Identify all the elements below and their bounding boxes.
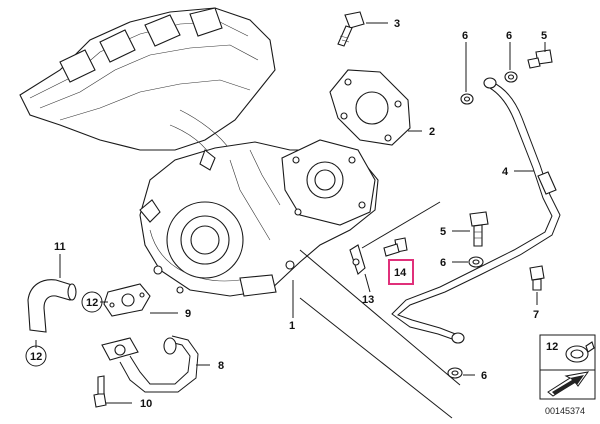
oil-feed-line-4 [391, 77, 561, 344]
callout-4[interactable]: 4 [502, 166, 509, 178]
bracket-13 [349, 201, 441, 275]
diagram-id: 00145374 [545, 406, 585, 416]
callout-6-upper-right[interactable]: 6 [506, 30, 512, 42]
callout-6-lower-a[interactable]: 6 [440, 257, 446, 269]
bolt-14 [383, 237, 408, 257]
washer-6-lower-a [468, 256, 484, 268]
bolt-5-upper [527, 49, 553, 69]
bolt-5-lower [469, 211, 489, 247]
callout-12-lower-ring [25, 345, 47, 367]
callout-12-lower[interactable]: 12 [30, 351, 42, 363]
washer-6-upper-left [460, 93, 474, 105]
callout-5-upper[interactable]: 5 [541, 30, 547, 42]
callout-2[interactable]: 2 [429, 126, 435, 138]
callout-8[interactable]: 8 [218, 360, 224, 372]
callout-10[interactable]: 10 [140, 398, 152, 410]
hose-clamp-legend: 12 [539, 334, 596, 400]
callout-9[interactable]: 9 [185, 308, 191, 320]
callout-6-lower-b[interactable]: 6 [481, 370, 487, 382]
exhaust-manifold [19, 7, 276, 171]
hose-11 [27, 279, 77, 333]
direction-arrow-icon [547, 371, 590, 397]
gasket-9 [103, 283, 151, 317]
callout-3[interactable]: 3 [394, 18, 400, 30]
legend-callout: 12 [546, 341, 558, 353]
turbocharger-1 [139, 139, 379, 297]
callout-6-upper-left[interactable]: 6 [462, 30, 468, 42]
hose-clamp-icon [565, 341, 595, 363]
callout-11[interactable]: 11 [54, 241, 66, 253]
callout-12-upper-ring [81, 291, 103, 313]
callout-1[interactable]: 1 [289, 320, 295, 332]
bolt-10 [93, 375, 107, 408]
gasket-2 [329, 69, 411, 146]
callout-14[interactable]: 14 [394, 267, 407, 279]
washer-6-upper-right [504, 71, 518, 83]
washer-6-lower-b [447, 367, 463, 379]
highlight-box-14 [388, 259, 414, 285]
callout-12-upper[interactable]: 12 [86, 297, 98, 309]
callout-13[interactable]: 13 [362, 294, 374, 306]
callout-7[interactable]: 7 [533, 309, 539, 321]
bolt-3 [337, 11, 365, 47]
bolt-7 [529, 265, 545, 291]
return-pipe-8 [101, 335, 199, 393]
callout-5-lower[interactable]: 5 [440, 226, 446, 238]
